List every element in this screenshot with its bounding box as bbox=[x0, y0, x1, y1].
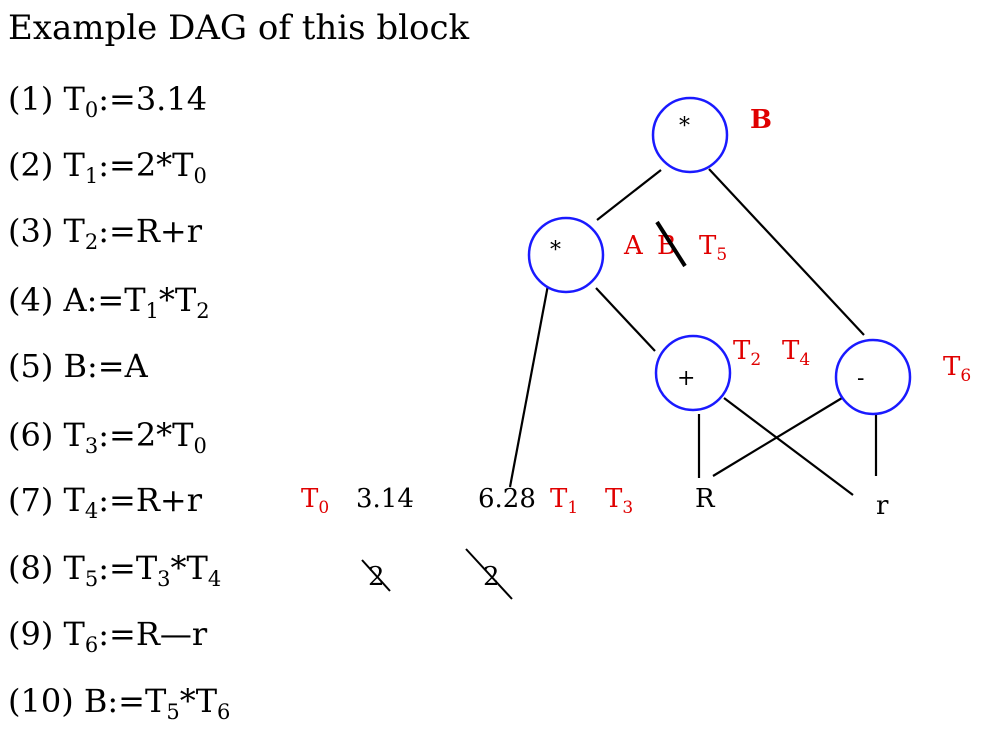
label-t2: T2 bbox=[733, 336, 761, 370]
node-mul-top-op: * bbox=[679, 114, 690, 139]
code-subscript: 4 bbox=[207, 567, 222, 591]
code-subscript: 0 bbox=[84, 98, 99, 122]
code-text: B:=A bbox=[63, 347, 148, 385]
code-text: :=R+r bbox=[98, 481, 203, 519]
page-title: Example DAG of this block bbox=[8, 8, 470, 48]
code-line: (2) T1:=2*T0 bbox=[8, 146, 207, 187]
code-line-number: (8) bbox=[8, 549, 64, 587]
code-subscript: 1 bbox=[84, 164, 99, 188]
code-text: B:=T bbox=[83, 682, 167, 720]
code-text: :=2*T bbox=[98, 416, 194, 454]
code-subscript: 3 bbox=[84, 434, 99, 458]
code-text: A:=T bbox=[63, 281, 146, 319]
dag-edges bbox=[508, 168, 878, 496]
code-subscript: 6 bbox=[217, 700, 231, 724]
code-subscript: 2 bbox=[196, 299, 210, 323]
node-mul-left-op: * bbox=[550, 238, 561, 263]
code-subscript: 4 bbox=[84, 499, 99, 523]
node-mul-left: * bbox=[527, 216, 605, 294]
code-line-number: (7) bbox=[8, 481, 64, 519]
label-t3: T3 bbox=[605, 484, 633, 518]
code-text: :=R+r bbox=[98, 212, 203, 250]
code-subscript: 1 bbox=[145, 299, 159, 323]
code-line: (4) A:=T1*T2 bbox=[8, 281, 210, 322]
edge-plus-to-r bbox=[723, 397, 854, 496]
node-plus-op: + bbox=[677, 366, 695, 391]
edge-top-to-minus bbox=[708, 168, 865, 336]
code-text: T bbox=[63, 80, 85, 118]
node-plus: + bbox=[654, 334, 732, 412]
code-line: (6) T3:=2*T0 bbox=[8, 416, 207, 457]
label-b-struck: B bbox=[657, 231, 676, 261]
code-line-number: (1) bbox=[8, 80, 64, 118]
code-line-number: (10) bbox=[8, 682, 84, 720]
code-text: T bbox=[63, 481, 85, 519]
code-line: (1) T0:=3.14 bbox=[8, 80, 208, 121]
code-line-number: (2) bbox=[8, 146, 64, 184]
label-t5: T5 bbox=[699, 231, 727, 265]
code-line: (7) T4:=R+r bbox=[8, 481, 203, 522]
code-subscript: 5 bbox=[166, 700, 180, 724]
code-subscript: 6 bbox=[84, 633, 99, 657]
code-text: *T bbox=[170, 549, 208, 587]
leaf-r: r bbox=[876, 491, 889, 521]
code-text: *T bbox=[179, 682, 218, 720]
label-6-28: 6.28 bbox=[478, 484, 536, 514]
code-line: (9) T6:=R—r bbox=[8, 615, 208, 656]
strike-two-a bbox=[361, 559, 391, 592]
edge-left-mul-to-628 bbox=[508, 284, 550, 488]
code-line: (10) B:=T5*T6 bbox=[8, 682, 230, 723]
code-text: T bbox=[63, 416, 85, 454]
code-line-number: (4) bbox=[8, 281, 64, 319]
code-subscript: 5 bbox=[84, 567, 99, 591]
code-text: :=T bbox=[98, 549, 158, 587]
strike-b bbox=[655, 220, 687, 268]
code-text: :=2*T bbox=[98, 146, 194, 184]
code-subscript: 2 bbox=[84, 230, 99, 254]
code-text: T bbox=[63, 615, 85, 653]
label-t6: T6 bbox=[943, 352, 971, 386]
edge-minus-to-R bbox=[712, 397, 843, 477]
code-text: T bbox=[63, 146, 85, 184]
code-line-number: (3) bbox=[8, 212, 64, 250]
code-text: :=R—r bbox=[98, 615, 208, 653]
code-text: T bbox=[63, 212, 85, 250]
leaf-R: R bbox=[695, 484, 716, 514]
code-line: (5) B:=A bbox=[8, 347, 148, 385]
label-a: A bbox=[623, 231, 644, 261]
code-text: *T bbox=[158, 281, 197, 319]
code-text: :=3.14 bbox=[98, 80, 208, 118]
edge-left-mul-to-plus bbox=[595, 287, 656, 352]
strike-two-b bbox=[465, 548, 513, 600]
code-line: (3) T2:=R+r bbox=[8, 212, 203, 253]
code-subscript: 0 bbox=[193, 434, 207, 458]
code-text: T bbox=[63, 549, 85, 587]
code-subscript: 3 bbox=[157, 567, 171, 591]
label-3-14: 3.14 bbox=[356, 484, 414, 514]
code-line: (8) T5:=T3*T4 bbox=[8, 549, 221, 590]
code-line-number: (9) bbox=[8, 615, 64, 653]
label-t0: T0 bbox=[301, 484, 329, 518]
node-minus: - bbox=[834, 338, 912, 416]
label-t4: T4 bbox=[782, 336, 810, 370]
code-line-number: (6) bbox=[8, 416, 64, 454]
code-subscript: 0 bbox=[193, 164, 207, 188]
edge-top-to-left-mul bbox=[596, 169, 662, 221]
node-mul-top: * bbox=[651, 96, 729, 174]
label-t1: T1 bbox=[550, 484, 578, 518]
label-b-top: B bbox=[750, 105, 772, 135]
node-minus-op: - bbox=[857, 366, 864, 391]
code-line-number: (5) bbox=[8, 347, 64, 385]
